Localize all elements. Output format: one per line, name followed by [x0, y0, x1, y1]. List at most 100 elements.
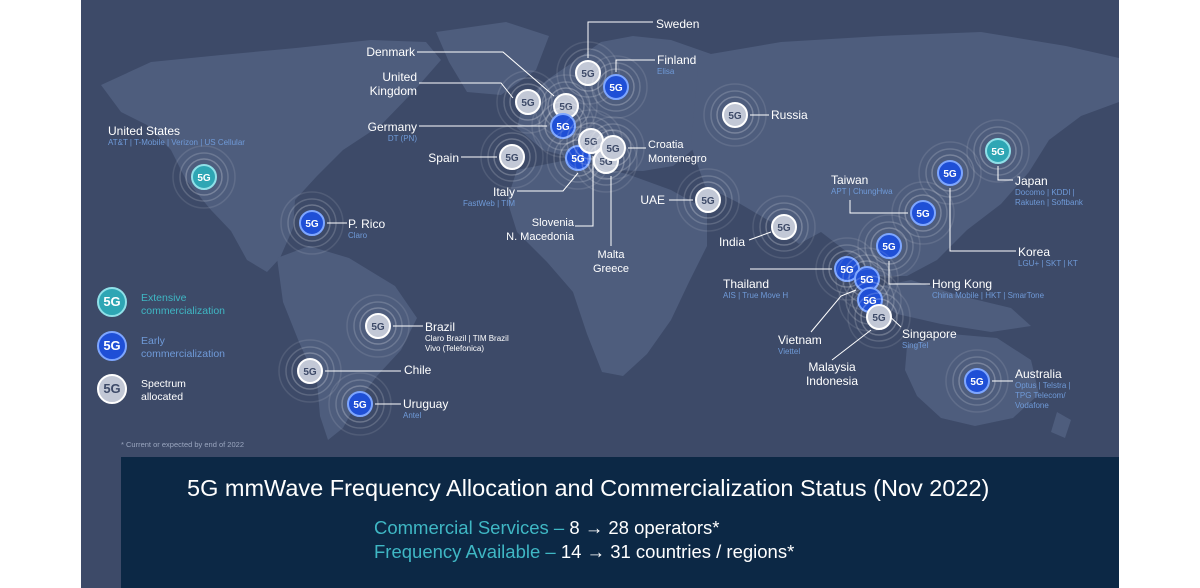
region-name: Malta Greece [592, 249, 630, 275]
signal-ring [864, 221, 914, 271]
region-name: Italy [492, 185, 515, 199]
greenland-landmass [436, 22, 549, 95]
signal-ring [563, 48, 613, 98]
signal-ring [925, 148, 975, 198]
marker-label: 5G [581, 69, 595, 80]
signal-ring [341, 385, 379, 423]
signal-ring [480, 125, 544, 189]
south-america-landmass [277, 246, 417, 440]
region-name: Denmark [366, 45, 415, 59]
marker-label: 5G [559, 102, 573, 113]
marker-label: 5G [584, 137, 598, 148]
signal-ring [752, 195, 816, 259]
marker-disc [876, 233, 902, 259]
signal-ring [891, 181, 955, 245]
marker-label: 5G [777, 223, 791, 234]
marker-label: 5G [860, 275, 874, 286]
signal-ring [291, 352, 329, 390]
north-america-landmass [101, 40, 441, 272]
signal-ring [594, 129, 632, 167]
marker-russia: 5G [703, 83, 767, 147]
marker-disc [910, 200, 936, 226]
marker-japan: 5G [966, 119, 1030, 183]
marker-disc [365, 313, 391, 339]
label-denmark: Denmark [333, 45, 415, 59]
leader-india [748, 231, 772, 241]
signal-ring [280, 191, 344, 255]
operator-list: APT | ChungHwa [831, 187, 893, 196]
signal-ring [765, 208, 803, 246]
marker-label: 5G [916, 209, 930, 220]
label-malaysia-indonesia: Malaysia Indonesia [793, 360, 871, 388]
region-name: Singapore [902, 327, 957, 341]
region-name: Thailand [723, 277, 770, 291]
marker-disc [964, 368, 990, 394]
marker-disc [97, 331, 127, 361]
new-zealand-landmass [1051, 412, 1071, 438]
title-banner: 5G mmWave Frequency Allocation and Comme… [121, 457, 1119, 588]
signal-ring [493, 138, 531, 176]
marker-korea: 5G [918, 141, 982, 205]
leader-italy [517, 172, 579, 192]
leader-malaysia-indonesia [831, 329, 872, 361]
operator-list: China Mobile | HKT | SmarTone [932, 291, 1045, 300]
marker-disc [575, 60, 601, 86]
signal-ring [278, 339, 342, 403]
label-slovenia-n-macedonia: Slovenia N. Macedonia [476, 216, 574, 244]
signal-ring [487, 132, 537, 182]
region-name: Brazil [425, 320, 456, 334]
marker-label: 5G [872, 313, 886, 324]
operator-list: Viettel [778, 347, 801, 356]
signal-ring [683, 175, 733, 225]
legend-extensive-badge: 5G [97, 287, 127, 317]
marker-disc [985, 138, 1011, 164]
signal-ring [703, 83, 767, 147]
signal-ring [716, 96, 754, 134]
signal-ring [185, 158, 223, 196]
marker-label: 5G [556, 122, 570, 133]
legend-line: Spectrum [141, 378, 186, 390]
signal-ring [979, 132, 1017, 170]
marker-label: 5G [840, 265, 854, 276]
region-name: Hong Kong [932, 277, 993, 291]
region-name: Russia [771, 108, 808, 122]
label-india: India [701, 235, 745, 249]
signal-ring [328, 372, 392, 436]
marker-chile: 5G [278, 339, 342, 403]
leader-denmark [417, 51, 555, 97]
marker-hong-kong: 5G [857, 214, 921, 278]
marker-disc [499, 144, 525, 170]
stat-value: 8 → 28 operators* [564, 517, 720, 538]
signal-ring [597, 68, 635, 106]
signal-ring [857, 214, 921, 278]
label-malta-greece: Malta Greece [581, 248, 641, 276]
marker-disc [299, 210, 325, 236]
operator-list: LGU+ | SKT | KT [1018, 259, 1078, 268]
asia-landmass [691, 32, 1119, 276]
marker-puerto-rico: 5G [280, 191, 344, 255]
signal-ring [556, 41, 620, 105]
operator-list: Docomo | KDDI | Rakuten | Softbank [1015, 188, 1083, 207]
signal-ring [584, 55, 648, 119]
leader-japan [997, 166, 1013, 181]
marker-sweden: 5G [556, 41, 620, 105]
marker-label: 5G [701, 196, 715, 207]
marker-denmark: 5G [534, 74, 598, 138]
operator-list: Claro Brazil | TIM Brazil Vivo (Telefoni… [425, 334, 509, 353]
legend-line: allocated [141, 391, 184, 403]
signal-ring [898, 188, 948, 238]
marker-label: 5G [728, 111, 742, 122]
southeast-asia-islands [861, 280, 1031, 332]
marker-label: 5G [609, 83, 623, 94]
